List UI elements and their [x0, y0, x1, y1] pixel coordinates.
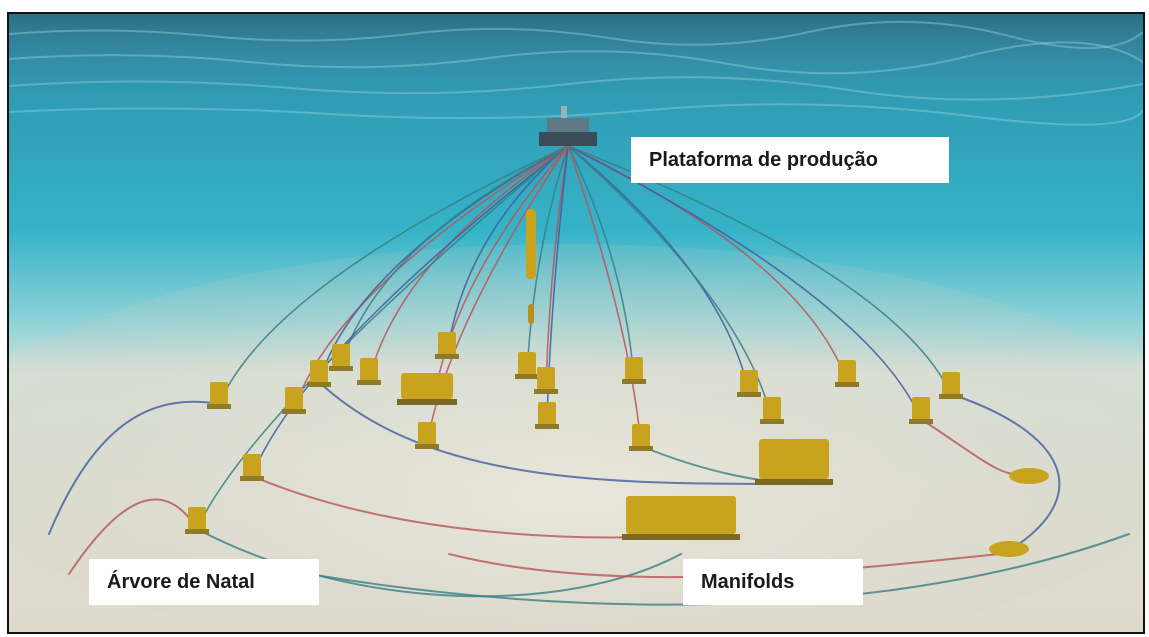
subsea-skid	[1009, 468, 1049, 484]
riser-line	[218, 145, 569, 405]
riser-line	[293, 145, 569, 410]
platform-hull	[539, 132, 597, 146]
riser-buoy	[526, 209, 536, 324]
riser-line	[446, 145, 569, 355]
wet-christmas-tree	[515, 352, 539, 379]
wet-christmas-tree	[240, 454, 264, 481]
manifold	[397, 373, 457, 405]
wet-christmas-tree	[185, 507, 209, 534]
riser-line	[251, 145, 569, 477]
riser-line	[526, 145, 569, 375]
riser-line	[567, 145, 635, 380]
wet-christmas-tree	[835, 360, 859, 387]
wet-christmas-tree	[435, 332, 459, 359]
subsea-field-illustration	[9, 14, 1143, 632]
riser-line	[318, 145, 569, 383]
wet-christmas-tree	[737, 370, 761, 397]
production-platform	[539, 106, 597, 146]
flowline	[68, 498, 198, 575]
label-manifolds: Manifolds	[683, 559, 863, 605]
platform-deck	[547, 118, 589, 132]
wet-christmas-tree	[622, 357, 646, 384]
seabed-light	[9, 244, 1143, 632]
wet-christmas-tree	[329, 344, 353, 371]
subsea-skid	[989, 541, 1029, 557]
riser-line	[433, 145, 569, 400]
wet-christmas-tree	[939, 372, 963, 399]
wet-christmas-tree	[909, 397, 933, 424]
flowlines	[48, 145, 1130, 606]
wet-christmas-tree	[534, 367, 558, 394]
riser-line	[567, 145, 922, 420]
flowline	[48, 400, 220, 535]
subsea-equipment	[185, 332, 1049, 557]
flowline	[950, 393, 1061, 545]
riser-line	[545, 145, 569, 390]
wet-christmas-tree	[415, 422, 439, 449]
label-christmas-tree: Árvore de Natal	[89, 559, 319, 605]
sea-surface	[9, 14, 1143, 124]
label-production-platform: Plataforma de produção	[631, 137, 949, 183]
riser-line	[426, 145, 569, 445]
riser-line	[567, 145, 773, 420]
diagram-frame: Plataforma de produção Árvore de Natal M…	[7, 12, 1145, 634]
wet-christmas-tree	[357, 358, 381, 385]
manifold	[755, 439, 833, 485]
wet-christmas-tree	[307, 360, 331, 387]
wet-christmas-tree	[535, 402, 559, 429]
wet-christmas-tree	[629, 424, 653, 451]
surface-ripples	[9, 20, 1143, 126]
manifold	[622, 496, 740, 540]
flowline	[318, 381, 795, 485]
platform-mast	[561, 106, 567, 118]
wet-christmas-tree	[282, 387, 306, 414]
riser-line	[567, 145, 642, 447]
wet-christmas-tree	[760, 397, 784, 424]
wet-christmas-tree	[207, 382, 231, 409]
